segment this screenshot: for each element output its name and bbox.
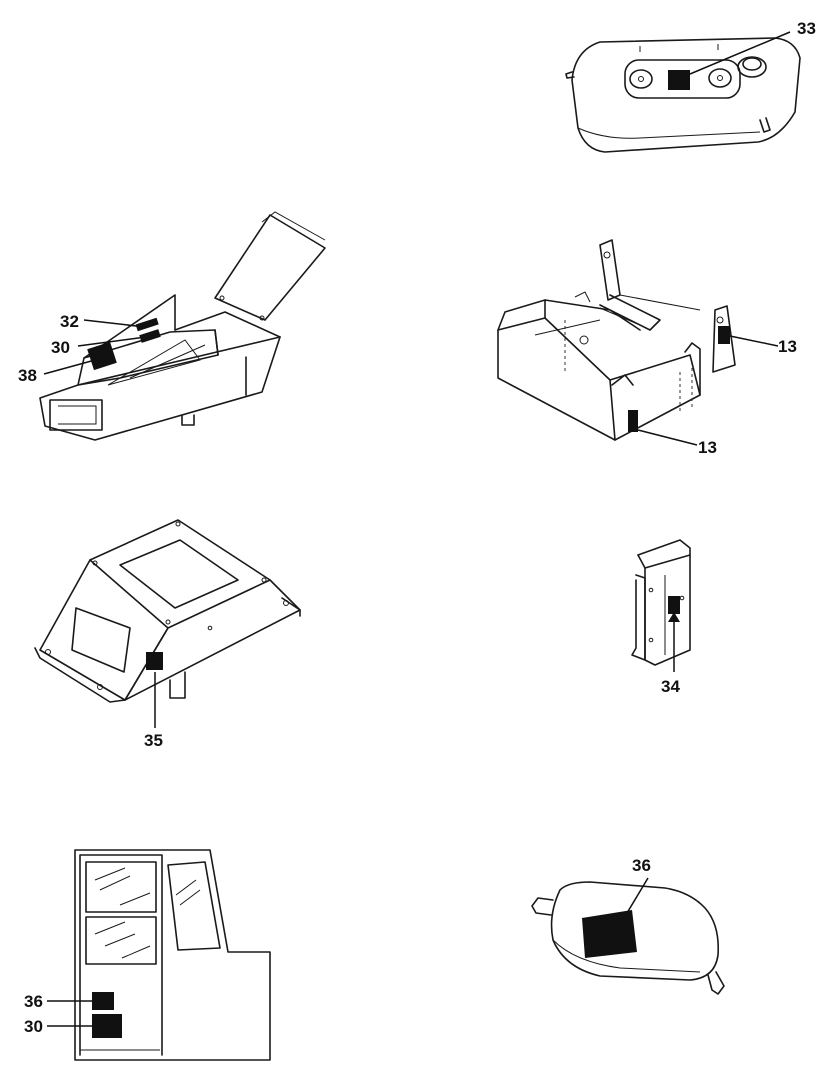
decal-34 bbox=[668, 596, 680, 614]
callout-33: 33 bbox=[797, 19, 816, 38]
callout-13-front: 13 bbox=[698, 438, 717, 457]
fuel-tank: 33 bbox=[565, 19, 816, 153]
chassis-frame: 13 13 bbox=[497, 239, 797, 457]
mounting-bracket: 34 bbox=[631, 539, 691, 696]
callout-30-hood: 30 bbox=[51, 338, 70, 357]
callout-35: 35 bbox=[144, 731, 163, 750]
decal-36-cab bbox=[92, 992, 114, 1010]
decal-13-right bbox=[718, 326, 730, 344]
console-housing: 35 bbox=[34, 519, 301, 750]
callout-34: 34 bbox=[661, 677, 680, 696]
callout-36-cylinder: 36 bbox=[632, 856, 651, 875]
air-cylinder: 36 bbox=[531, 856, 725, 995]
decal-32 bbox=[135, 317, 159, 332]
callout-32: 32 bbox=[60, 312, 79, 331]
decal-30-cab bbox=[92, 1014, 122, 1038]
operator-cab: 36 30 bbox=[24, 849, 271, 1061]
callout-36-cab: 36 bbox=[24, 992, 43, 1011]
callout-38: 38 bbox=[18, 366, 37, 385]
decal-36-cylinder bbox=[582, 910, 637, 958]
engine-hood: 32 30 38 bbox=[18, 211, 326, 441]
callout-30-cab: 30 bbox=[24, 1017, 43, 1036]
callout-13-right: 13 bbox=[778, 337, 797, 356]
decal-13-front bbox=[628, 410, 638, 432]
decal-33 bbox=[668, 70, 690, 90]
decal-30-hood bbox=[139, 329, 161, 343]
decal-38 bbox=[87, 341, 117, 371]
decal-35 bbox=[146, 652, 163, 670]
